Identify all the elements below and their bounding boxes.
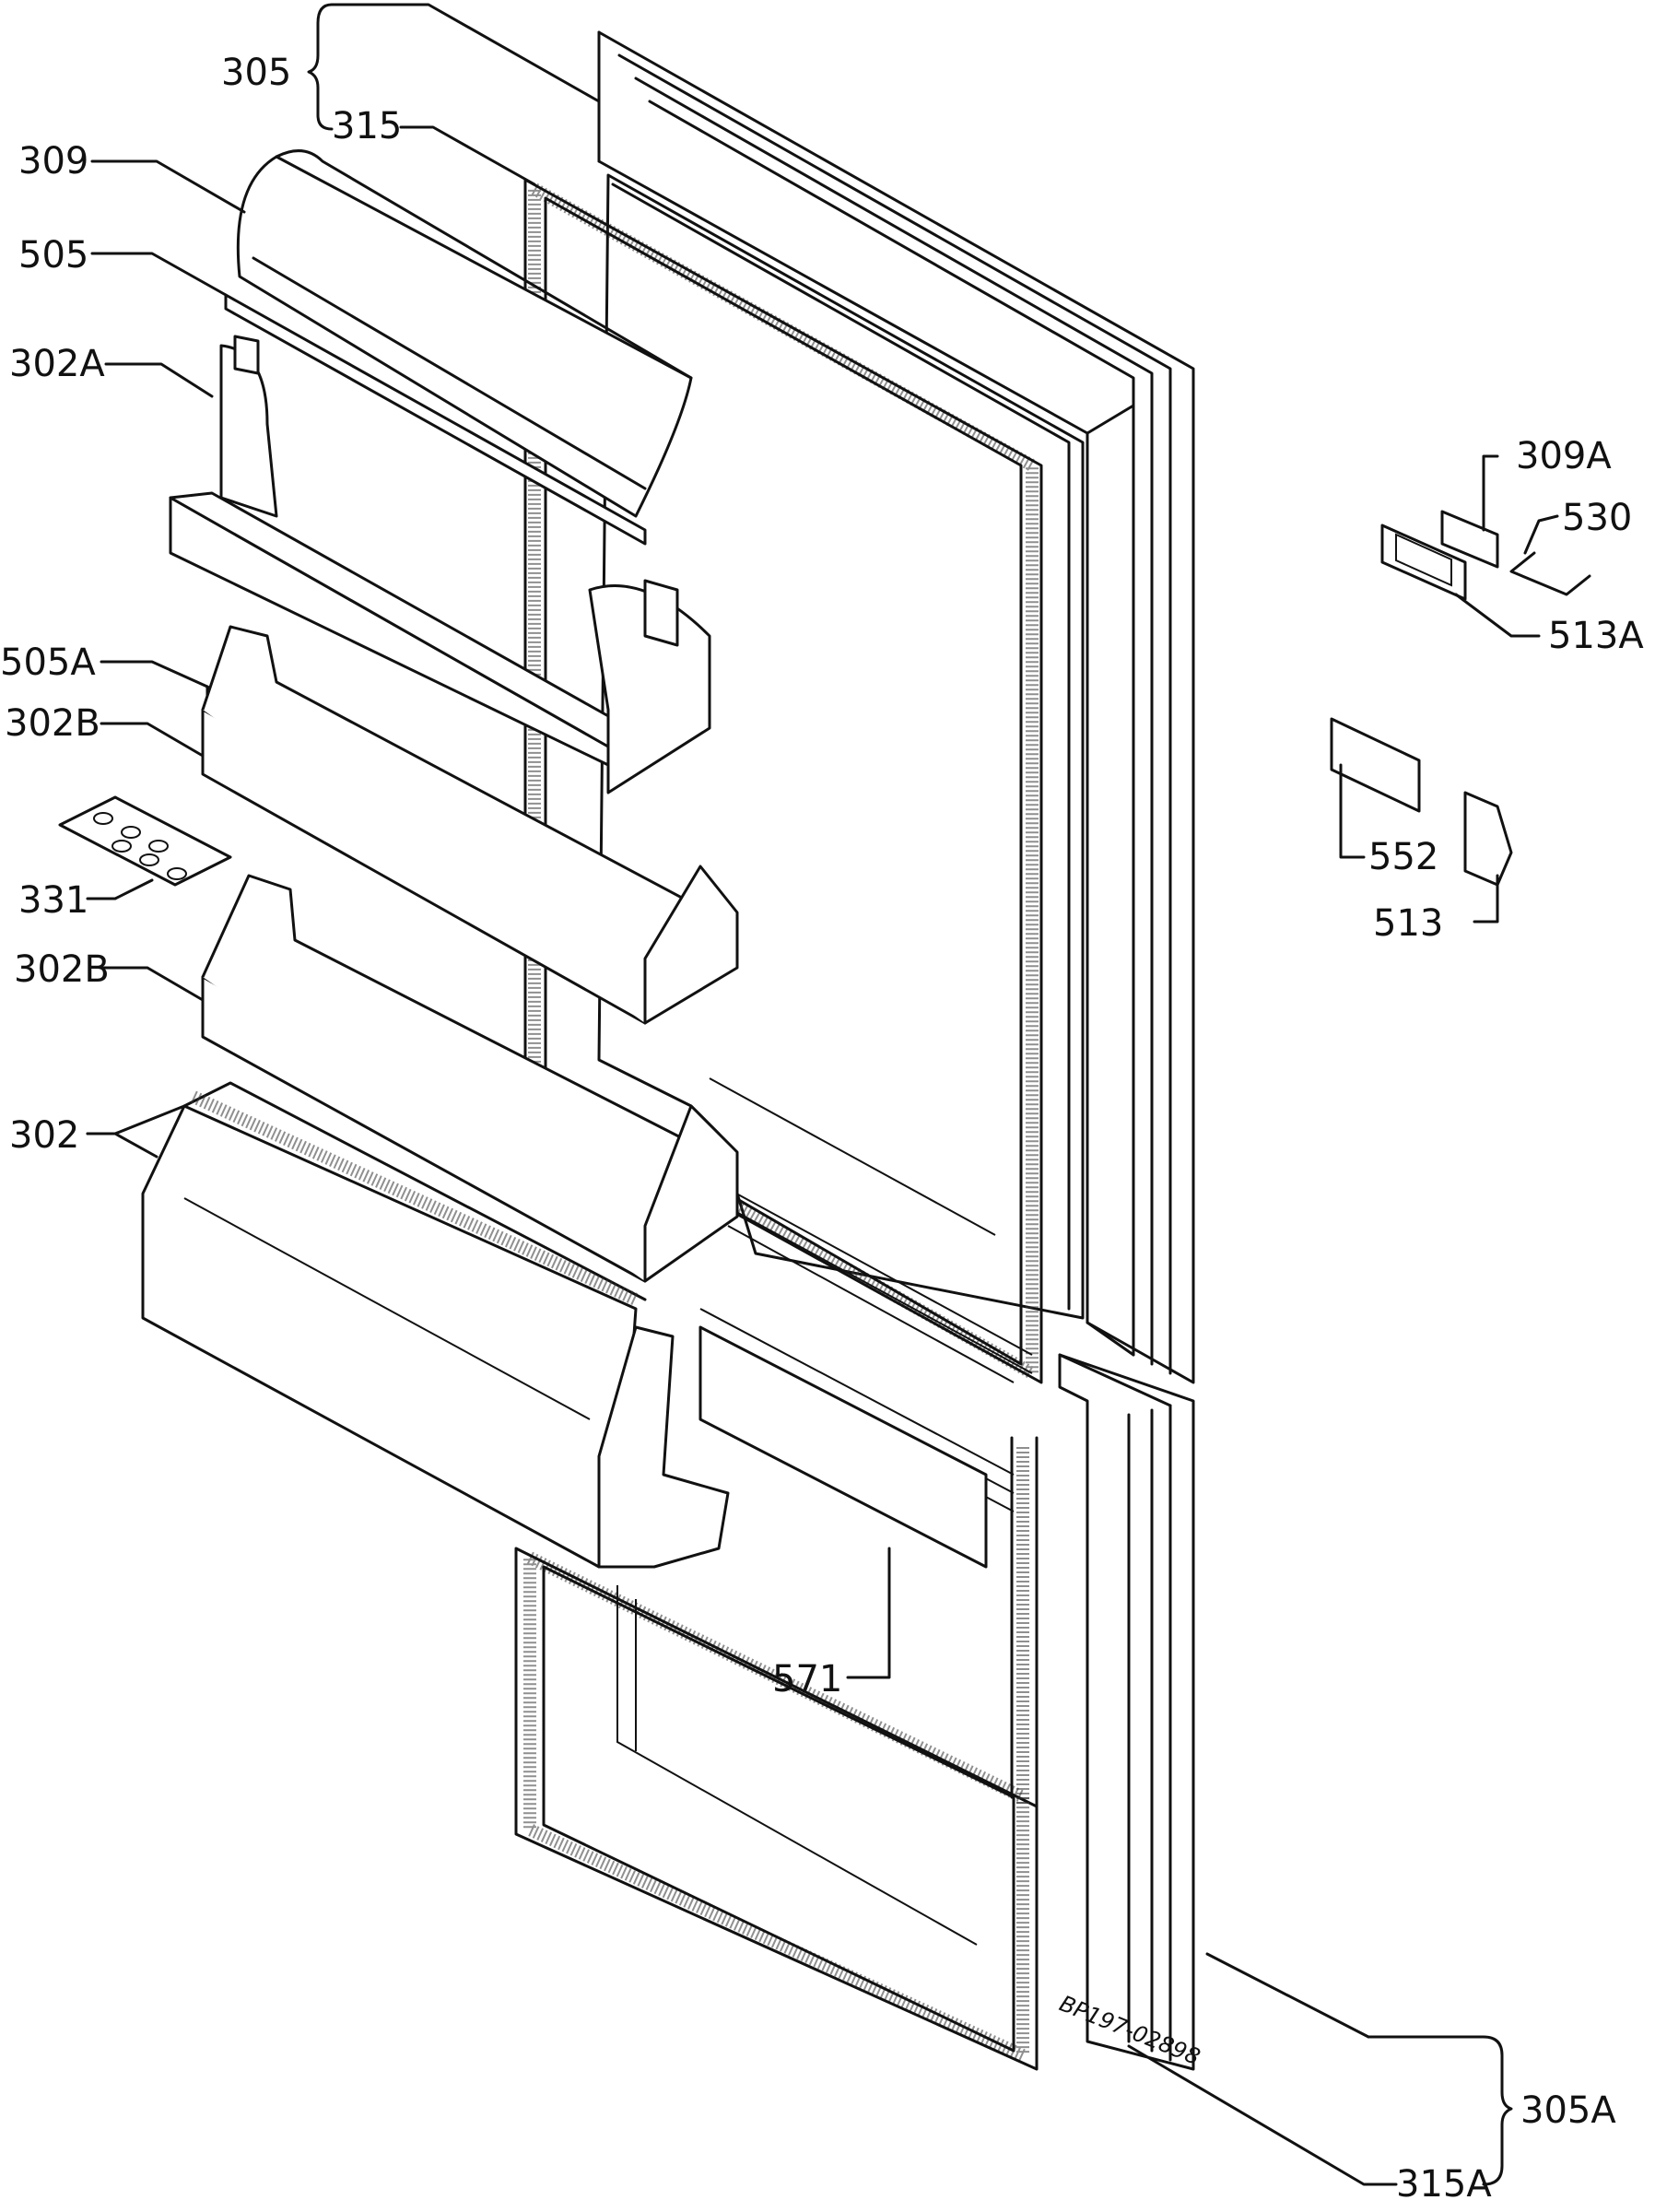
part-labels: 305 315 309 505 302A 505A 302B 331 302B … <box>0 52 1644 2206</box>
label-505A: 505A <box>0 641 96 684</box>
part-513 <box>1463 791 1513 887</box>
label-552: 552 <box>1368 836 1438 878</box>
part-302B-upper-shelf <box>201 625 739 1025</box>
part-571-bar <box>698 1325 988 1569</box>
part-505-bar <box>224 293 647 546</box>
part-302-bottle-shelf <box>141 1081 730 1569</box>
label-302B-upper: 302B <box>5 702 100 745</box>
label-315A: 315A <box>1396 2163 1492 2206</box>
part-331-egg-tray <box>58 795 232 887</box>
part-513A <box>1380 524 1467 601</box>
label-513: 513 <box>1373 902 1443 945</box>
part-530 <box>1509 551 1591 596</box>
label-302B-lower: 302B <box>14 948 110 991</box>
label-305: 305 <box>221 52 291 94</box>
label-315: 315 <box>332 105 402 147</box>
label-302: 302 <box>9 1114 79 1157</box>
label-530: 530 <box>1562 497 1632 539</box>
lower-door: BP197-02898 <box>514 1308 1203 2071</box>
label-571: 571 <box>772 1658 842 1700</box>
label-302A: 302A <box>9 343 105 385</box>
label-513A: 513A <box>1548 615 1644 657</box>
label-309A: 309A <box>1516 435 1612 477</box>
label-505: 505 <box>18 234 88 276</box>
part-309A <box>1440 510 1499 569</box>
label-331: 331 <box>18 879 88 922</box>
label-305A: 305A <box>1520 2089 1616 2132</box>
part-552 <box>1330 717 1421 813</box>
part-309-flap <box>236 149 693 518</box>
leader-lines <box>86 3 1559 2186</box>
part-302B-lower-shelf <box>201 874 739 1283</box>
label-309: 309 <box>18 140 88 182</box>
part-302A-shelf <box>169 335 711 794</box>
upper-door <box>523 30 1195 1384</box>
